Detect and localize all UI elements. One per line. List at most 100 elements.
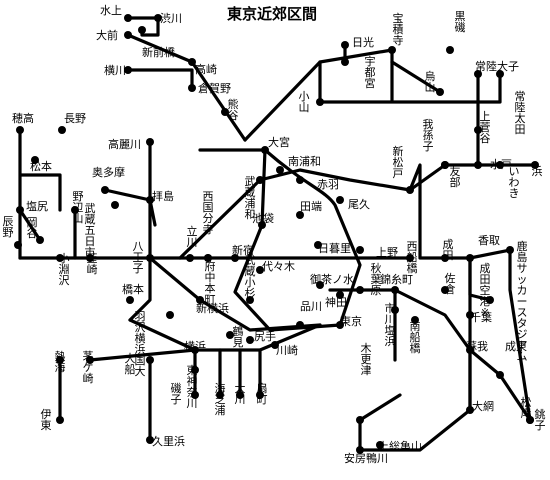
station-nagano-label: 長野 [64, 112, 86, 125]
station-hitachidaigo-marker [474, 70, 482, 78]
station-iwaki-marker [496, 161, 504, 169]
station-mito-marker [474, 161, 482, 169]
station-karasuyama-label: 烏山 [425, 69, 436, 94]
station-atami-marker [56, 356, 64, 364]
station-nirasaki-label: 韮崎 [87, 252, 98, 276]
station-matsumoto-label: 松本 [30, 159, 52, 173]
line-utsunomiya [243, 48, 394, 142]
line-nambu [148, 256, 322, 332]
station-nobeyama-label: 野辺山 [73, 190, 84, 225]
station-kamisugaya-marker [474, 126, 482, 134]
station-musashikosugi-marker [246, 296, 254, 304]
station-kobuchizawa-marker [56, 254, 64, 262]
station-nippori-marker [314, 241, 322, 249]
station-akabane-marker [296, 176, 304, 184]
station-okutama-label: 奥多摩 [92, 165, 125, 179]
station-umishibaura-label: 海芝浦 [215, 381, 226, 417]
station-isogo-marker [191, 391, 199, 399]
station-ito-label: 伊東 [41, 408, 52, 432]
station-shinyokohama-marker [196, 296, 204, 304]
station-takasaki-label: 高崎 [195, 62, 217, 76]
rail-lines [18, 16, 537, 452]
station-choshi-marker [526, 416, 534, 424]
station-awakamogawa-label: 安房鴨川 [344, 451, 388, 465]
line-togane [498, 373, 532, 422]
station-kazusaichinomiya-marker [376, 441, 384, 449]
line-tokaido [128, 318, 322, 352]
station-tatsuno-marker [14, 241, 22, 249]
station-oku-label: 尾久 [348, 198, 370, 211]
station-komagawa-label: 高麗川 [108, 137, 141, 151]
station-hashimoto-label: 橋本 [122, 282, 144, 296]
station-kisarazu-label: 木更津 [361, 342, 372, 377]
line-narita-airport [468, 256, 492, 302]
station-nishikokubunji-label: 西国分寺 [203, 190, 214, 236]
station-tabata-marker [296, 211, 304, 219]
station-tachikawa-label: 立川 [187, 224, 198, 249]
station-chigasaki-marker [86, 356, 94, 364]
station-musashiurawa-marker [256, 176, 264, 184]
station-omiya-label: 大宮 [268, 135, 290, 149]
station-hotaka-label: 穂高 [12, 111, 34, 125]
station-hachioji-marker [146, 254, 154, 262]
station-sawara-marker [441, 286, 449, 294]
station-hitachidaigo-label: 常陸大子 [475, 59, 519, 73]
line-karasuyama [390, 60, 442, 94]
station-oku-marker [336, 196, 344, 204]
station-soga-label: 蘇我 [466, 340, 488, 353]
station-chiba-label: 千葉 [470, 310, 492, 324]
station-akihabara-marker [356, 286, 364, 294]
station-omae-marker [124, 31, 132, 39]
station-hoshakuji-label: 宝積寺 [393, 11, 404, 47]
station-ofuna-marker [146, 356, 154, 364]
station-oami-marker [466, 406, 474, 414]
station-hazawa-marker [166, 311, 174, 319]
station-yoyogi-marker [256, 266, 264, 274]
station-oyama-label: 小山 [299, 90, 310, 114]
station-kazusaichinomiya-label: 上総亀山 [378, 439, 422, 453]
station-hitachiota-label: 常陸太田 [515, 90, 526, 136]
station-okaya-marker [36, 236, 44, 244]
station-minamifunabashi-marker [411, 316, 419, 324]
station-choshi-label: 銚子 [535, 407, 546, 432]
station-yokokawa-label: 横川 [104, 63, 126, 77]
station-nippori-label: 日暮里 [318, 241, 351, 255]
station-tatsuno-label: 辰野 [3, 215, 14, 239]
station-kawasaki-marker [271, 341, 279, 349]
station-nishifunabashi-marker [406, 254, 414, 262]
station-ikebukuro-label: 池袋 [252, 211, 274, 225]
station-omae-label: 大前 [96, 28, 118, 42]
station-markers [14, 14, 539, 454]
station-isogo-label: 磯子 [171, 382, 182, 406]
station-shinagawa-marker [296, 321, 304, 329]
line-kashima [468, 248, 532, 422]
station-kanda-marker [336, 291, 344, 299]
station-shinmatsudo-label: 新松戸 [393, 144, 404, 180]
station-chigasaki-label: 茅ケ崎 [83, 350, 94, 385]
station-matsumoto-marker [31, 156, 39, 164]
station-utsunomiya-marker [341, 58, 349, 66]
station-ichikawashiohama-label: 市川塩浜 [385, 301, 396, 348]
station-kumagaya-marker [221, 108, 229, 116]
station-iwaki-label: いわき [509, 165, 520, 200]
station-ueno-label: 上野 [376, 246, 398, 259]
station-utsunomiya-label: 宇都宮 [365, 55, 376, 90]
station-narutou-label: 成東 [505, 340, 527, 353]
station-nagano-marker [58, 126, 66, 134]
station-nirasaki-marker [86, 254, 94, 262]
station-kashimasoccer-label: 鹿島サッカースタジアム [517, 239, 528, 363]
station-naritaairport-label: 成田空港※ [480, 262, 491, 319]
station-okawa-marker [236, 391, 244, 399]
station-ochanomizu-label: 御茶ノ水 [310, 272, 354, 286]
station-ofuna-label: 大船 [125, 351, 136, 376]
station-tokyo-marker [336, 321, 344, 329]
station-tabata-label: 田端 [300, 200, 322, 213]
station-yokokawa-marker [124, 66, 132, 74]
station-tokyo-label: 東京 [340, 314, 362, 328]
station-mizukami-label: 水上 [100, 4, 122, 17]
station-ogimachi-marker [256, 391, 264, 399]
station-omiya-marker [261, 146, 269, 154]
station-akabane-label: 赤羽 [317, 178, 339, 191]
station-nikko-label: 日光 [352, 35, 374, 49]
